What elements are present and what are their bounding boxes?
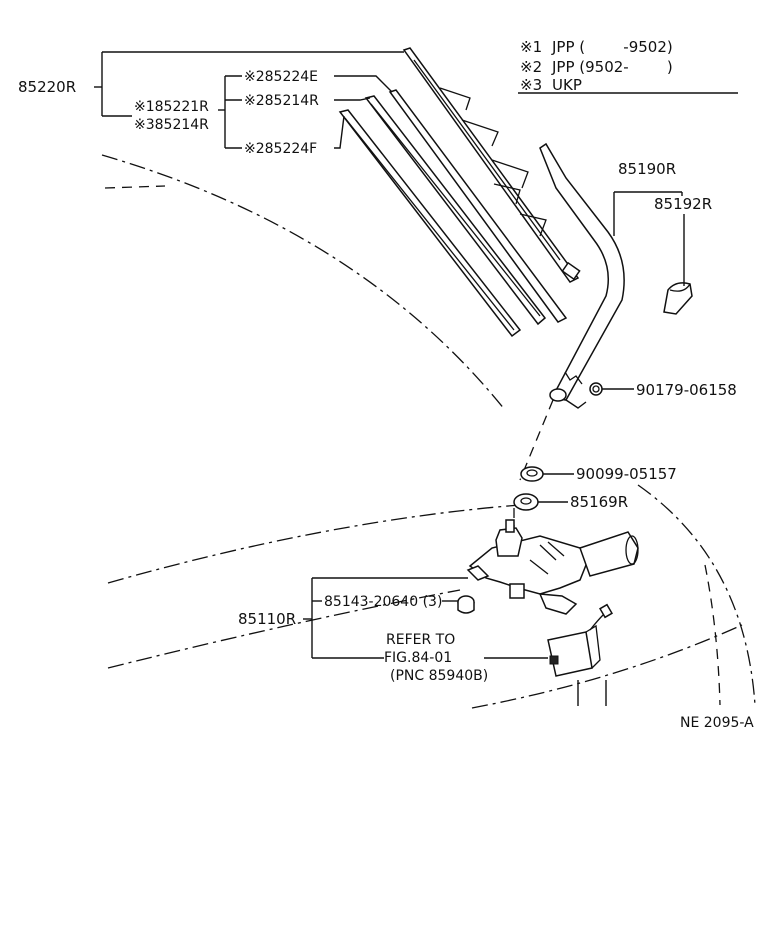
blade-refills bbox=[338, 89, 568, 338]
label-pivot-cap: 85169R bbox=[570, 493, 628, 511]
pivot-nut-shape bbox=[520, 466, 544, 482]
relay-plug bbox=[599, 603, 613, 619]
leader-refill-f bbox=[334, 115, 345, 149]
label-blade-sub-a: ※185221R bbox=[134, 99, 209, 115]
blade-yoke-2 bbox=[461, 119, 499, 147]
label-blade-rubber: ※285214R bbox=[244, 93, 319, 109]
label-refill-e: ※285224E bbox=[244, 69, 318, 85]
arm-nut-hole bbox=[592, 385, 600, 393]
door-edge-dash bbox=[704, 564, 721, 706]
label-grommet: 85143-20640 (3) bbox=[324, 594, 442, 610]
legend-item-2-mark: ※2 bbox=[520, 58, 542, 76]
wiper-arm-marking bbox=[564, 371, 583, 385]
pivot-cap-hole bbox=[520, 497, 532, 505]
motor-pivot-boss bbox=[495, 527, 523, 557]
window-outline-middle bbox=[107, 504, 521, 584]
reference-note: REFER TO FIG.84-01 (PNC 85940B) bbox=[384, 632, 488, 684]
wiper-arm bbox=[539, 142, 625, 402]
reference-line-3: (PNC 85940B) bbox=[390, 668, 488, 684]
blade-end-clip bbox=[561, 261, 581, 281]
wiper-arm-body bbox=[539, 142, 625, 401]
blade-yoke-5 bbox=[519, 213, 547, 237]
label-refill-f: ※285224F bbox=[244, 141, 317, 157]
pivot-nut-hole bbox=[526, 469, 538, 477]
door-outline-bottom bbox=[471, 624, 743, 709]
arm-cap bbox=[663, 282, 693, 315]
motor-housing bbox=[468, 535, 589, 595]
leader-lines bbox=[94, 51, 685, 659]
leader-blade-rubber bbox=[334, 97, 371, 101]
wiper-motor bbox=[466, 519, 639, 615]
legend-item-1-mark: ※1 bbox=[520, 38, 542, 56]
refill-f-strip bbox=[338, 109, 522, 338]
relay-module bbox=[547, 603, 613, 677]
relay-connector bbox=[549, 655, 559, 665]
blade-yoke-1 bbox=[439, 87, 471, 111]
door-outline-right bbox=[637, 484, 756, 706]
legend-item-3-text: UKP bbox=[552, 76, 582, 94]
legend-item-1-text: JPP ( -9502) bbox=[551, 38, 673, 56]
pivot-cap-shape bbox=[513, 493, 539, 511]
motor-cylinder bbox=[579, 531, 639, 577]
window-edge-mark bbox=[104, 185, 166, 189]
label-wiper-arm: 85190R bbox=[618, 160, 676, 178]
motor-bracket bbox=[509, 583, 525, 599]
label-blade-assembly: 85220R bbox=[18, 78, 76, 96]
leader-refill-e bbox=[334, 75, 393, 93]
leader-arm-nut-detail bbox=[565, 399, 587, 409]
motor-ribs bbox=[529, 541, 565, 575]
relay-wire bbox=[589, 613, 605, 631]
legend: ※1 JPP ( -9502) ※2 JPP (9502- ) ※3 UKP bbox=[518, 38, 738, 94]
motor-mount-tab bbox=[466, 565, 490, 581]
refill-e-strip bbox=[388, 89, 568, 323]
wiper-arm-pivot-end bbox=[549, 388, 567, 402]
reference-line-1: REFER TO bbox=[386, 632, 455, 648]
blade-yoke-3 bbox=[491, 159, 529, 189]
vehicle-body-outline bbox=[101, 154, 756, 709]
reference-line-2: FIG.84-01 bbox=[384, 650, 452, 666]
figure-code: NE 2095-A bbox=[680, 715, 754, 731]
arm-nut-shape bbox=[589, 382, 603, 396]
motor-pivot-shaft bbox=[505, 519, 515, 533]
arm-cap-edge bbox=[669, 283, 691, 292]
wiper-blade-assembly bbox=[402, 47, 581, 283]
label-arm-nut: 90179-06158 bbox=[636, 381, 737, 399]
pivot-axis-dash-upper bbox=[519, 399, 554, 481]
refill-f-groove bbox=[344, 117, 515, 331]
relay-box bbox=[547, 631, 593, 677]
label-arm-cap: 85192R bbox=[654, 195, 712, 213]
label-pivot-nut: 90099-05157 bbox=[576, 465, 677, 483]
blade-yoke-4 bbox=[493, 183, 521, 205]
part-labels: 85220R ※185221R ※385214R ※285224E ※28521… bbox=[18, 69, 737, 628]
grommet bbox=[457, 595, 475, 614]
label-motor-assembly: 85110R bbox=[238, 610, 296, 628]
window-outline-lower bbox=[107, 589, 461, 669]
window-outline-upper bbox=[101, 154, 506, 411]
motor-mount-foot bbox=[538, 593, 578, 615]
grommet-body bbox=[457, 602, 475, 614]
blade-frame-inner bbox=[413, 59, 561, 261]
legend-item-2-text: JPP (9502- ) bbox=[551, 58, 673, 76]
blade-rubber-groove bbox=[370, 103, 541, 317]
pivot-hardware bbox=[513, 466, 544, 511]
legend-item-3-mark: ※3 bbox=[520, 76, 542, 94]
label-blade-sub-b: ※385214R bbox=[134, 117, 209, 133]
motor-cylinder-end bbox=[625, 535, 639, 565]
arm-nut bbox=[589, 382, 603, 396]
